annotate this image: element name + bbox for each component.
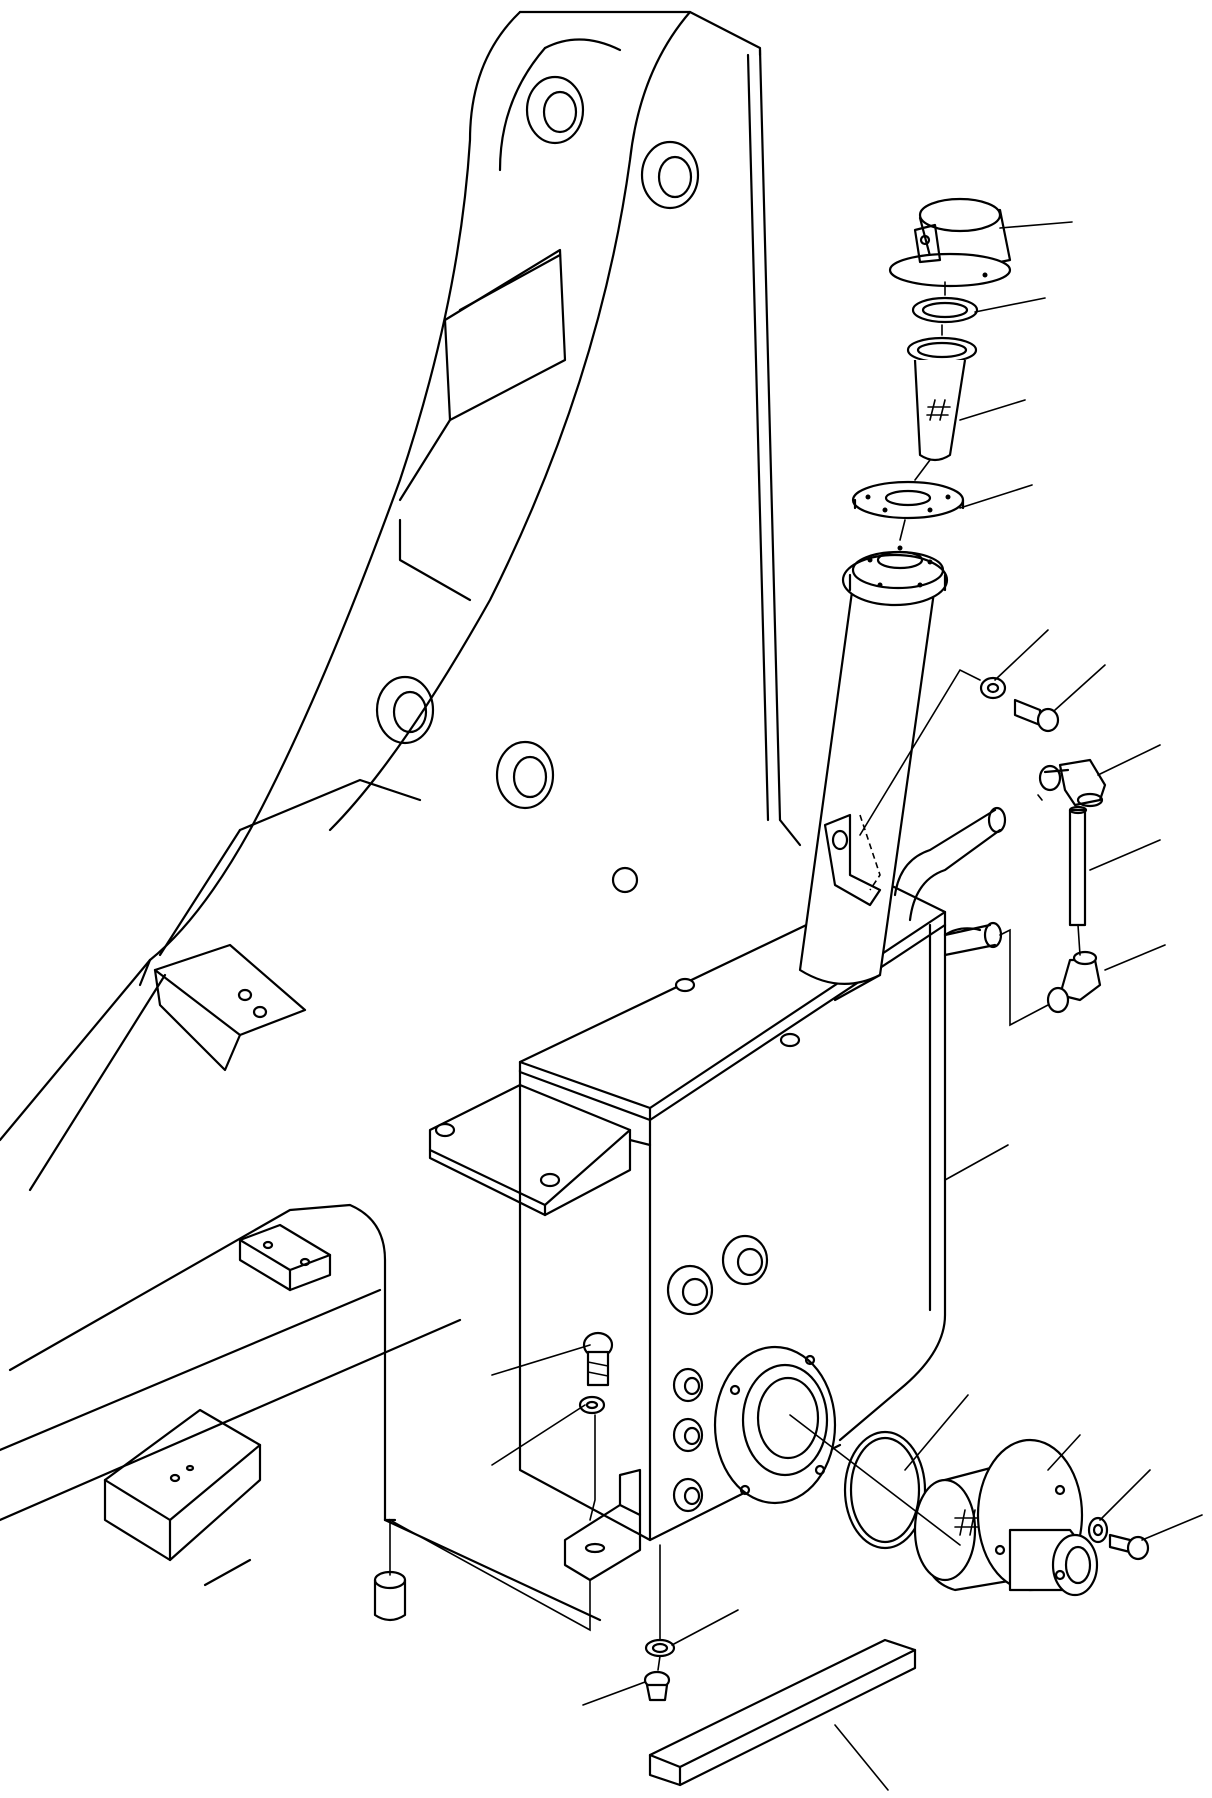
gasket xyxy=(911,296,979,324)
washer-top xyxy=(979,676,1007,700)
suction-flange xyxy=(713,1345,837,1505)
strainer xyxy=(906,336,978,462)
washer-right xyxy=(1087,1516,1109,1544)
assembly-lines xyxy=(389,668,1081,1671)
elbow-lower xyxy=(1046,950,1102,1014)
axis-line xyxy=(899,281,946,541)
elbow-upper xyxy=(1038,758,1107,808)
bolt-top xyxy=(1013,698,1060,733)
hose xyxy=(1068,805,1088,927)
o-ring xyxy=(843,1430,927,1550)
drain-washer xyxy=(644,1638,676,1658)
rubber-pad xyxy=(648,1638,917,1787)
suction-strainer-body xyxy=(913,1438,1099,1597)
port-bosses xyxy=(666,1234,769,1513)
drain-plug xyxy=(643,1670,671,1702)
boom-arm xyxy=(0,10,802,1192)
washer-left xyxy=(578,1395,606,1415)
bolt-right xyxy=(1108,1533,1150,1561)
filler-cap xyxy=(888,197,1012,288)
filler-pipe xyxy=(798,545,949,985)
frame-structure xyxy=(0,1203,602,1622)
flange-plate xyxy=(851,480,965,520)
tank-body xyxy=(428,883,982,1582)
callout-leaders xyxy=(491,221,1203,1791)
bolt-left xyxy=(582,1331,614,1387)
